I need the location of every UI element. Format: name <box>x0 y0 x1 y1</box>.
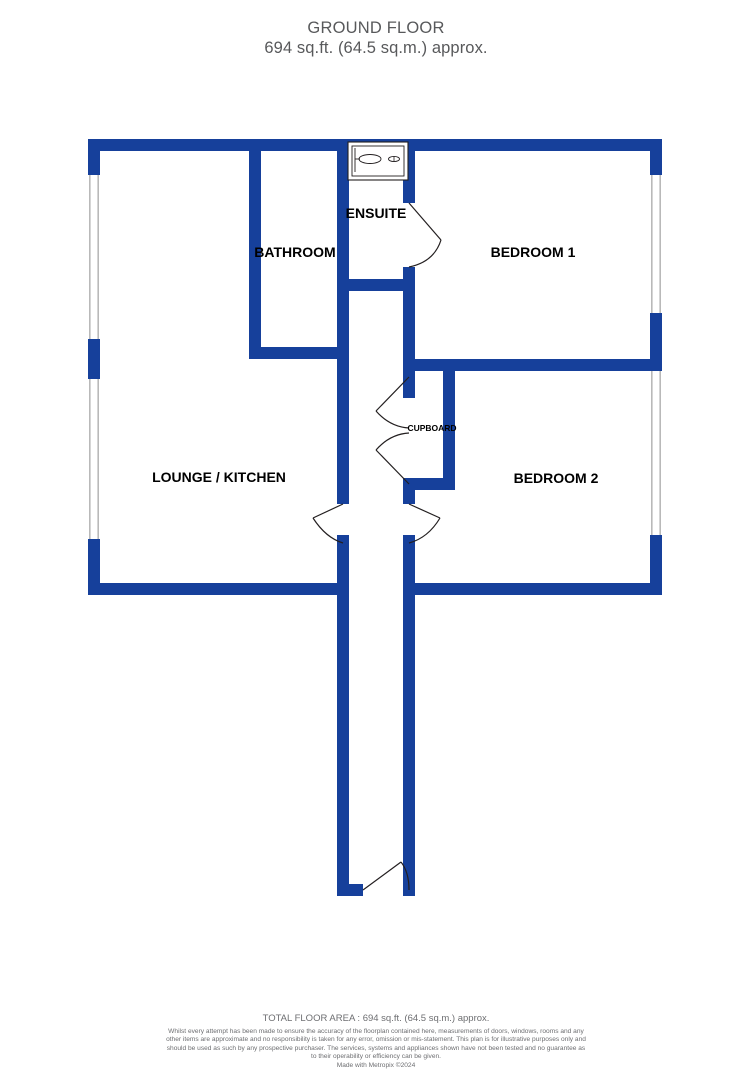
wall-bathroom-bottom <box>249 347 349 359</box>
room-label-bedroom-1: BEDROOM 1 <box>491 244 576 260</box>
disclaimer-text: Whilst every attempt has been made to en… <box>166 1028 586 1061</box>
wall-group <box>88 139 662 896</box>
wall-right-middle <box>650 313 662 371</box>
total-floor-area: TOTAL FLOOR AREA : 694 sq.ft. (64.5 sq.m… <box>262 1013 490 1024</box>
room-label-bedroom-2: BEDROOM 2 <box>514 470 599 486</box>
wall-cupboard-bottom <box>403 478 455 490</box>
room-label-bathroom: BATHROOM <box>254 244 335 260</box>
wall-bathroom-left <box>249 139 261 359</box>
door-ensuite <box>408 202 442 268</box>
wall-left-middle <box>88 339 100 379</box>
wall-top-exterior <box>88 139 662 151</box>
room-label-lounge-kitchen: LOUNGE / KITCHEN <box>152 469 286 485</box>
window-left-top <box>88 175 100 339</box>
plan-footer: TOTAL FLOOR AREA : 694 sq.ft. (64.5 sq.m… <box>0 1012 752 1070</box>
wall-hall-left <box>337 151 349 504</box>
door-group <box>312 202 442 891</box>
wall-hall-entrance-stub <box>337 884 363 896</box>
wall-bottom-left <box>88 583 349 595</box>
page-subtitle: 694 sq.ft. (64.5 sq.m.) approx. <box>264 39 488 57</box>
room-label-group: BATHROOM ENSUITE BEDROOM 1 BEDROOM 2 LOU… <box>152 205 598 486</box>
wall-bedroom-divider <box>403 359 662 371</box>
wall-ensuite-bottom-run <box>337 279 415 291</box>
window-right-top <box>650 175 662 313</box>
window-left-bottom <box>88 379 100 539</box>
door-entrance <box>362 861 410 891</box>
wall-hall-right-lower <box>403 478 415 504</box>
wall-right-upper <box>650 139 662 175</box>
wall-bottom-right <box>403 583 662 595</box>
made-with-credit: Made with Metropix ©2024 <box>336 1061 416 1069</box>
wall-hall-right-bottom <box>403 535 415 896</box>
room-label-cupboard: CUPBOARD <box>407 423 456 433</box>
door-lounge-kitchen <box>312 503 344 544</box>
wall-hall-right-upper <box>403 279 415 372</box>
wall-ensuite-bottom <box>403 267 415 279</box>
door-bedroom-2 <box>408 503 441 544</box>
bath-fixture-icon <box>347 141 409 181</box>
wall-right-lower <box>650 535 662 595</box>
wall-hall-right-mid <box>403 372 415 398</box>
room-label-ensuite: ENSUITE <box>346 205 407 221</box>
door-cupboard-upper <box>375 376 410 429</box>
wall-ensuite-right <box>403 151 415 203</box>
page-title: GROUND FLOOR <box>307 19 445 37</box>
window-group <box>88 175 662 539</box>
wall-cupboard-right <box>443 371 455 490</box>
wall-hall-left-lower <box>337 535 349 896</box>
door-cupboard-lower <box>375 432 410 485</box>
wall-left-lower <box>88 539 100 595</box>
plan-header: GROUND FLOOR 694 sq.ft. (64.5 sq.m.) app… <box>0 18 752 58</box>
wall-left-upper <box>88 139 100 175</box>
window-right-bottom <box>650 371 662 535</box>
